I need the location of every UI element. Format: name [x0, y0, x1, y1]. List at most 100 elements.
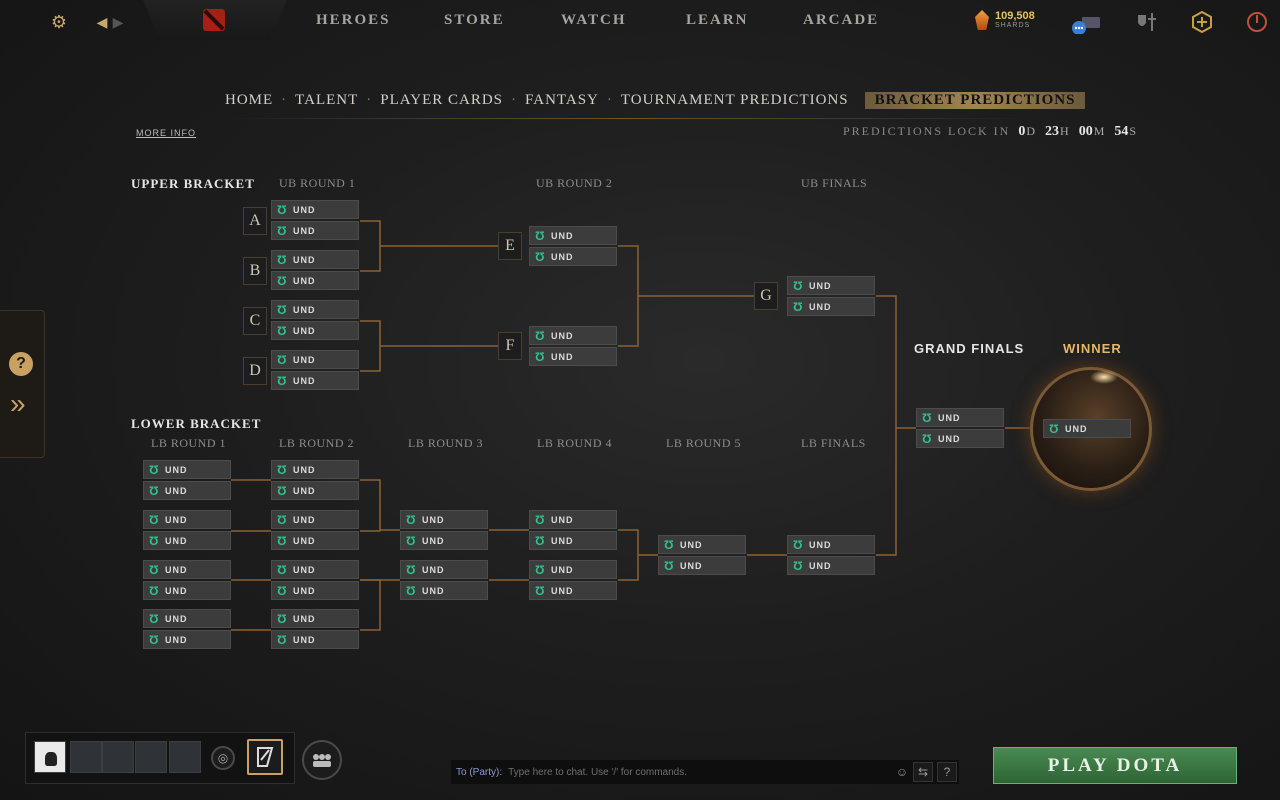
chat-target[interactable]: To (Party): [456, 766, 503, 778]
emoticon-icon[interactable]: ☺ [895, 765, 909, 779]
power-icon[interactable] [1245, 10, 1269, 34]
chat-icon[interactable] [1070, 12, 1102, 36]
nav-store[interactable]: STORE [444, 12, 505, 28]
help-icon[interactable]: ? [9, 352, 33, 376]
shards-counter[interactable]: 109,508 SHARDS [975, 10, 1035, 30]
team-slot[interactable]: Ʊ UND [143, 560, 231, 579]
team-name: UND [680, 560, 703, 571]
team-name: UND [551, 230, 574, 241]
party-slot-empty[interactable] [135, 741, 167, 773]
subnav-fantasy[interactable]: FANTASY [525, 92, 599, 108]
subnav-talent[interactable]: TALENT [295, 92, 359, 108]
arrow-right-icon[interactable]: ▶ [112, 13, 124, 30]
gear-icon[interactable]: ⚙ [50, 11, 68, 32]
separator: · [281, 92, 288, 108]
chat-input[interactable] [508, 766, 884, 778]
armory-icon[interactable] [1135, 10, 1159, 34]
lock-days: 0 [1018, 124, 1026, 139]
battle-cup-icon[interactable] [247, 739, 283, 775]
more-info-link[interactable]: MORE INFO [136, 128, 196, 138]
arrow-left-icon[interactable]: ◀ [96, 13, 108, 30]
team-name: UND [293, 204, 316, 215]
find-party-icon[interactable] [302, 740, 342, 780]
subnav-home[interactable]: HOME [225, 92, 274, 108]
team-name: UND [422, 585, 445, 596]
horseshoe-icon: Ʊ [922, 410, 932, 425]
nav-learn[interactable]: LEARN [686, 12, 749, 28]
horseshoe-icon: Ʊ [277, 273, 287, 288]
team-name: UND [293, 564, 316, 575]
nav-heroes[interactable]: HEROES [316, 12, 391, 28]
double-chevron-right-icon[interactable]: » [10, 388, 26, 419]
party-slot-empty[interactable] [102, 741, 134, 773]
chat-help-icon[interactable]: ? [937, 762, 957, 782]
party-slot-empty[interactable] [169, 741, 201, 773]
nav-watch[interactable]: WATCH [561, 12, 627, 28]
horseshoe-icon: Ʊ [535, 562, 545, 577]
subnav-bracket-predictions[interactable]: BRACKET PREDICTIONS [864, 92, 1086, 109]
avatar[interactable] [34, 741, 66, 773]
subnav-player-cards[interactable]: PLAYER CARDS [380, 92, 504, 108]
team-name: UND [165, 535, 188, 546]
plus-icon[interactable] [1190, 10, 1214, 34]
party-slot-empty[interactable] [70, 741, 102, 773]
play-dota-button[interactable]: PLAY DOTA [993, 747, 1237, 784]
team-name: UND [680, 539, 703, 550]
horseshoe-icon: Ʊ [149, 562, 159, 577]
nav-arcade[interactable]: ARCADE [803, 12, 880, 28]
separator: · [366, 92, 373, 108]
horseshoe-icon: Ʊ [793, 278, 803, 293]
top-bar: ⚙ ◀ ▶ HEROES STORE WATCH LEARN ARCADE 10… [0, 0, 1280, 44]
chat-expand-icon[interactable]: ⇆ [913, 762, 933, 782]
team-name: UND [165, 564, 188, 575]
subnav-tournament-predictions[interactable]: TOURNAMENT PREDICTIONS [620, 92, 849, 108]
dota-logo[interactable] [203, 9, 225, 31]
voice-icon[interactable]: ◎ [211, 746, 235, 770]
